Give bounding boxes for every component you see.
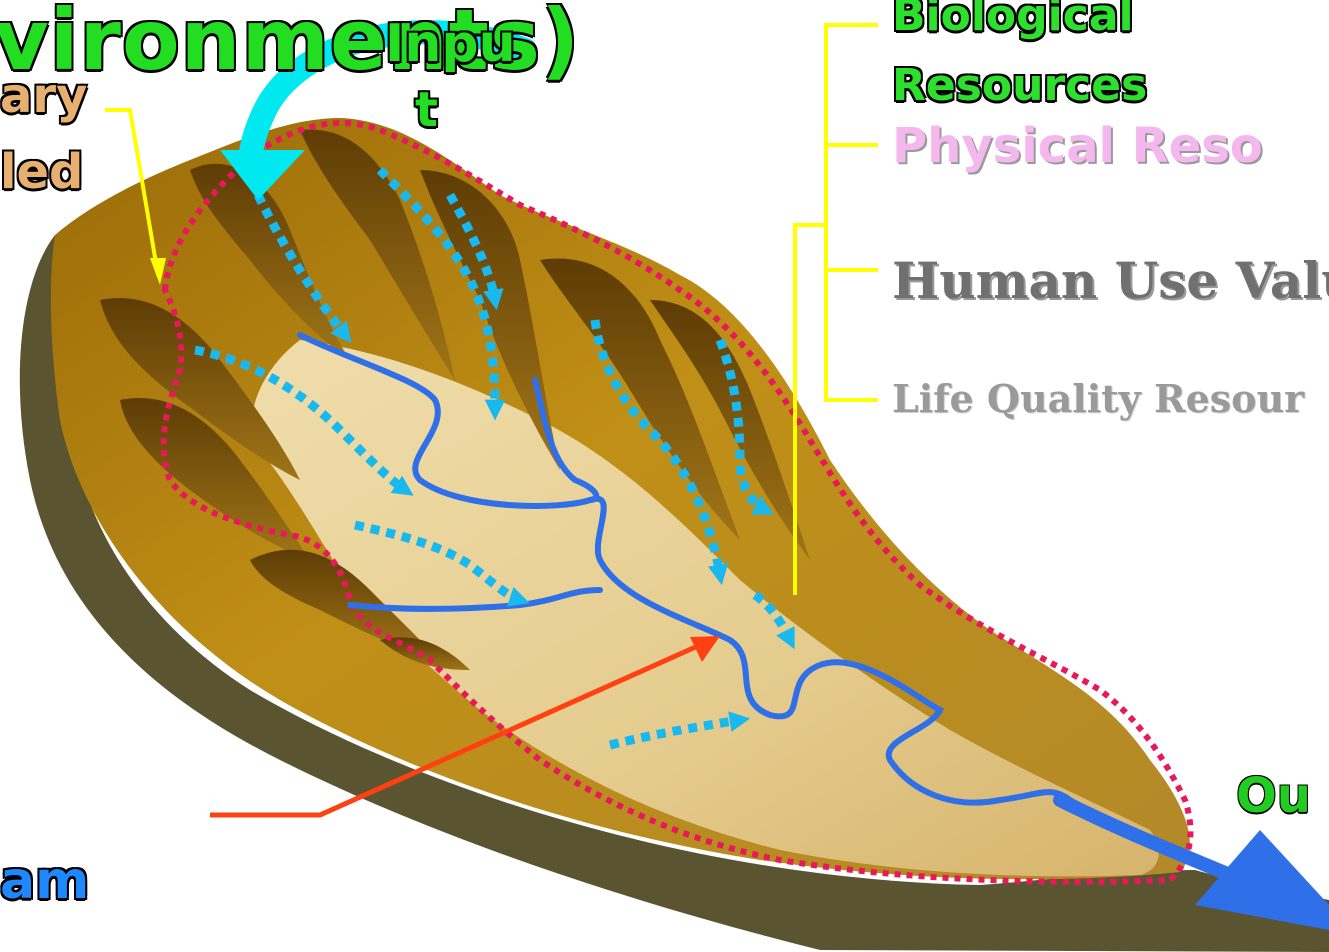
biological-resources-label-line1: Biological xyxy=(892,0,1134,38)
input-label-line2: t xyxy=(415,86,438,134)
biological-resources-label-line2: Resources xyxy=(892,64,1147,108)
physical-resources-label: Physical Reso xyxy=(892,122,1263,170)
boundary-label-line1: ary xyxy=(0,72,87,120)
life-quality-resources-label: Life Quality Resour xyxy=(892,380,1304,418)
stream-label: am xyxy=(0,855,89,907)
human-use-values-label: Human Use Valu xyxy=(892,256,1329,306)
boundary-label-line2: led xyxy=(0,148,83,196)
output-label: Ou xyxy=(1236,772,1311,820)
input-label-line1: Inpu xyxy=(385,18,516,70)
